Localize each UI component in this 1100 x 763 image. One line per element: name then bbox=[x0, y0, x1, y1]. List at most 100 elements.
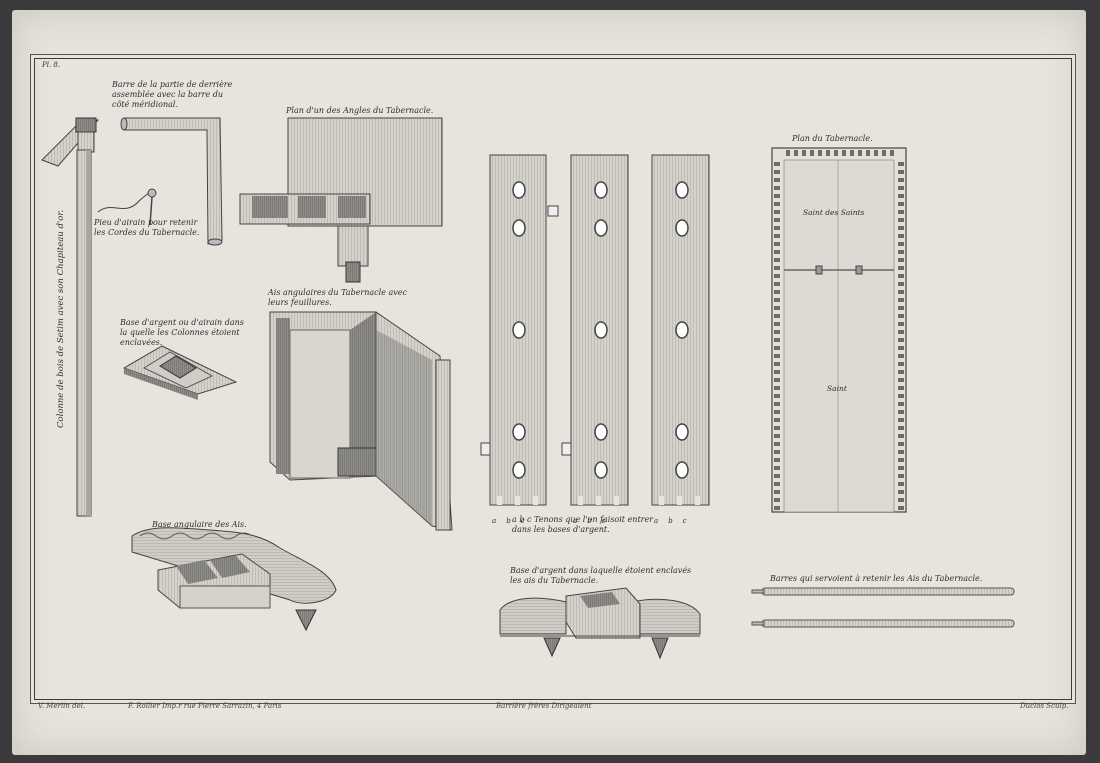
plan-tooth bbox=[774, 338, 780, 342]
plan-tooth bbox=[774, 314, 780, 318]
plan-tooth bbox=[774, 466, 780, 470]
credit-engraver: Duclos Sculp. bbox=[1020, 702, 1069, 710]
plan-tooth bbox=[774, 490, 780, 494]
plan-tooth bbox=[890, 150, 894, 156]
plan-tooth bbox=[898, 314, 904, 318]
corner-bar-illustration bbox=[120, 117, 223, 246]
plan-tooth bbox=[774, 402, 780, 406]
plan-tooth bbox=[898, 410, 904, 414]
plan-tooth bbox=[774, 450, 780, 454]
caption-ais-angulaires: Ais angulaires du Tabernacle avec leurs … bbox=[268, 288, 407, 307]
board-2 bbox=[561, 154, 629, 506]
tabernacle-plan-illustration bbox=[771, 147, 907, 513]
caption-colonne: Colonne de bois de Setim avec son Chapit… bbox=[56, 209, 66, 428]
plan-tooth bbox=[774, 442, 780, 446]
plan-tooth bbox=[898, 346, 904, 350]
plate-frame bbox=[34, 58, 1072, 700]
plan-tooth bbox=[898, 498, 904, 502]
plan-tooth bbox=[898, 266, 904, 270]
plan-tooth bbox=[774, 482, 780, 486]
silver-base-illustration bbox=[122, 345, 238, 400]
plan-tooth bbox=[850, 150, 854, 156]
plan-tooth bbox=[898, 402, 904, 406]
caption-pieu: Pieu d'airain pour retenir les Cordes du… bbox=[94, 218, 200, 237]
plan-tooth bbox=[898, 290, 904, 294]
plan-tooth bbox=[898, 298, 904, 302]
plan-tooth bbox=[774, 250, 780, 254]
plan-tooth bbox=[898, 370, 904, 374]
plan-tooth bbox=[898, 506, 904, 510]
plan-tooth bbox=[774, 370, 780, 374]
plan-tooth bbox=[774, 282, 780, 286]
caption-base-argent: Base d'argent ou d'airain dans la quelle… bbox=[120, 318, 244, 347]
plan-tooth bbox=[898, 242, 904, 246]
plan-tooth bbox=[898, 306, 904, 310]
plan-tooth bbox=[898, 394, 904, 398]
plan-tooth bbox=[774, 194, 780, 198]
caption-base-angulaire: Base angulaire des Ais. bbox=[152, 520, 247, 529]
plan-tooth bbox=[826, 150, 830, 156]
column-illustration bbox=[41, 117, 100, 517]
board-2-letters: abc bbox=[573, 517, 616, 525]
board-1 bbox=[480, 154, 559, 506]
plan-tooth bbox=[898, 362, 904, 366]
plan-tooth bbox=[774, 274, 780, 278]
plan-tooth bbox=[774, 322, 780, 326]
credit-printer: F. Rollier Imp.r rue Pierre Sarrazin, 4 … bbox=[128, 702, 282, 710]
board-1-letters: abc bbox=[492, 517, 535, 525]
plan-tooth bbox=[898, 194, 904, 198]
plan-tooth bbox=[774, 242, 780, 246]
plate-number: Pl. 8. bbox=[42, 61, 61, 69]
plan-tooth bbox=[786, 150, 790, 156]
plan-tooth bbox=[774, 354, 780, 358]
plan-tooth bbox=[898, 434, 904, 438]
plan-tooth bbox=[774, 418, 780, 422]
bars-illustration bbox=[751, 587, 1015, 628]
plan-tooth bbox=[882, 150, 886, 156]
plan-tooth bbox=[898, 162, 904, 166]
credit-direction: Barrière frères Dirigeaient bbox=[496, 702, 592, 710]
plan-tooth bbox=[774, 202, 780, 206]
caption-base-argent-ais: Base d'argent dans laquelle étoient encl… bbox=[510, 566, 692, 585]
plan-tooth bbox=[802, 150, 806, 156]
plan-tooth bbox=[774, 170, 780, 174]
plan-tooth bbox=[866, 150, 870, 156]
plan-tooth bbox=[898, 282, 904, 286]
board-3-letters: abc bbox=[654, 517, 697, 525]
plan-tooth bbox=[898, 202, 904, 206]
plan-tooth bbox=[774, 506, 780, 510]
angular-base-illustration bbox=[131, 527, 337, 632]
caption-tenons: a b c Tenons que l'on faisoit entrer dan… bbox=[512, 515, 654, 534]
plan-tooth bbox=[898, 458, 904, 462]
plan-tooth bbox=[774, 178, 780, 182]
caption-plan-angles: Plan d'un des Angles du Tabernacle. bbox=[286, 106, 434, 115]
plan-tooth bbox=[774, 234, 780, 238]
plan-tooth bbox=[818, 150, 822, 156]
plan-tooth bbox=[898, 466, 904, 470]
plan-tooth bbox=[794, 150, 798, 156]
plan-tooth bbox=[898, 482, 904, 486]
plan-tooth bbox=[774, 266, 780, 270]
plan-tooth bbox=[898, 418, 904, 422]
plan-tooth bbox=[774, 290, 780, 294]
plan-tooth bbox=[774, 434, 780, 438]
plan-tooth bbox=[774, 410, 780, 414]
plan-tooth bbox=[774, 394, 780, 398]
plan-tooth bbox=[774, 258, 780, 262]
board-base-illustration bbox=[499, 587, 701, 660]
plan-tooth bbox=[774, 186, 780, 190]
tent-peg-illustration bbox=[97, 188, 157, 226]
plan-tooth bbox=[774, 426, 780, 430]
caption-plan-tabernacle: Plan du Tabernacle. bbox=[792, 134, 873, 143]
plan-tooth bbox=[774, 474, 780, 478]
plan-tooth bbox=[898, 186, 904, 190]
plan-tooth bbox=[898, 274, 904, 278]
plan-tooth bbox=[898, 210, 904, 214]
plan-tooth bbox=[898, 250, 904, 254]
plan-tooth bbox=[898, 178, 904, 182]
plan-tooth bbox=[774, 458, 780, 462]
plan-tooth bbox=[898, 490, 904, 494]
plan-tooth bbox=[774, 346, 780, 350]
corner-plan-illustration bbox=[239, 117, 443, 283]
